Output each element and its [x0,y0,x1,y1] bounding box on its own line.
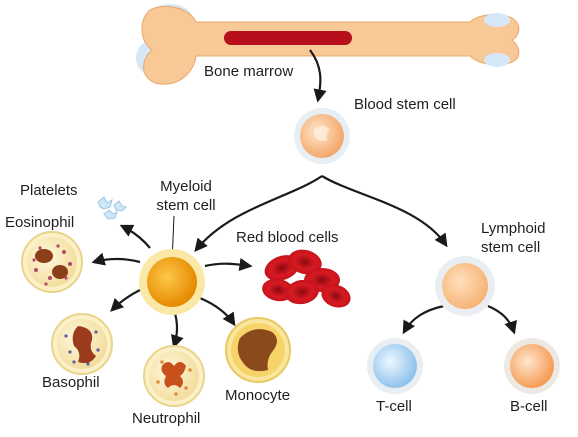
label-b-cell: B-cell [510,398,548,415]
label-myeloid-line1: Myeloid [160,178,212,195]
lymphoid-stem-cell-illustration [435,256,495,316]
b-cell-illustration [504,338,560,394]
label-red-blood-cells: Red blood cells [236,229,339,246]
arrows [91,49,517,349]
label-lymphoid-line2: stem cell [481,239,541,256]
monocyte-illustration [225,317,291,383]
neutrophil-illustration [143,345,205,407]
label-myeloid-line2: stem cell [156,197,216,214]
label-lymphoid: Lymphoid stem cell [481,219,545,257]
label-myeloid: Myeloid stem cell [138,177,234,215]
label-basophil: Basophil [42,374,100,391]
eosinophil-illustration [21,231,83,293]
label-blood-stem-cell: Blood stem cell [354,96,456,113]
label-bone-marrow: Bone marrow [204,63,294,80]
label-t-cell: T-cell [376,398,412,415]
myeloid-stem-cell-illustration [139,249,205,315]
platelets-illustration [97,196,127,220]
label-monocyte: Monocyte [225,387,291,404]
bone-illustration [136,4,520,85]
label-eosinophil: Eosinophil [5,214,75,231]
label-neutrophil: Neutrophil [132,410,201,427]
red-blood-cells-illustration [262,249,351,308]
marrow-cavity [224,31,352,45]
t-cell-illustration [367,338,423,394]
blood-stem-cell-illustration [294,108,350,164]
label-lymphoid-line1: Lymphoid [481,220,546,237]
label-platelets: Platelets [20,182,78,199]
basophil-illustration [51,313,113,375]
